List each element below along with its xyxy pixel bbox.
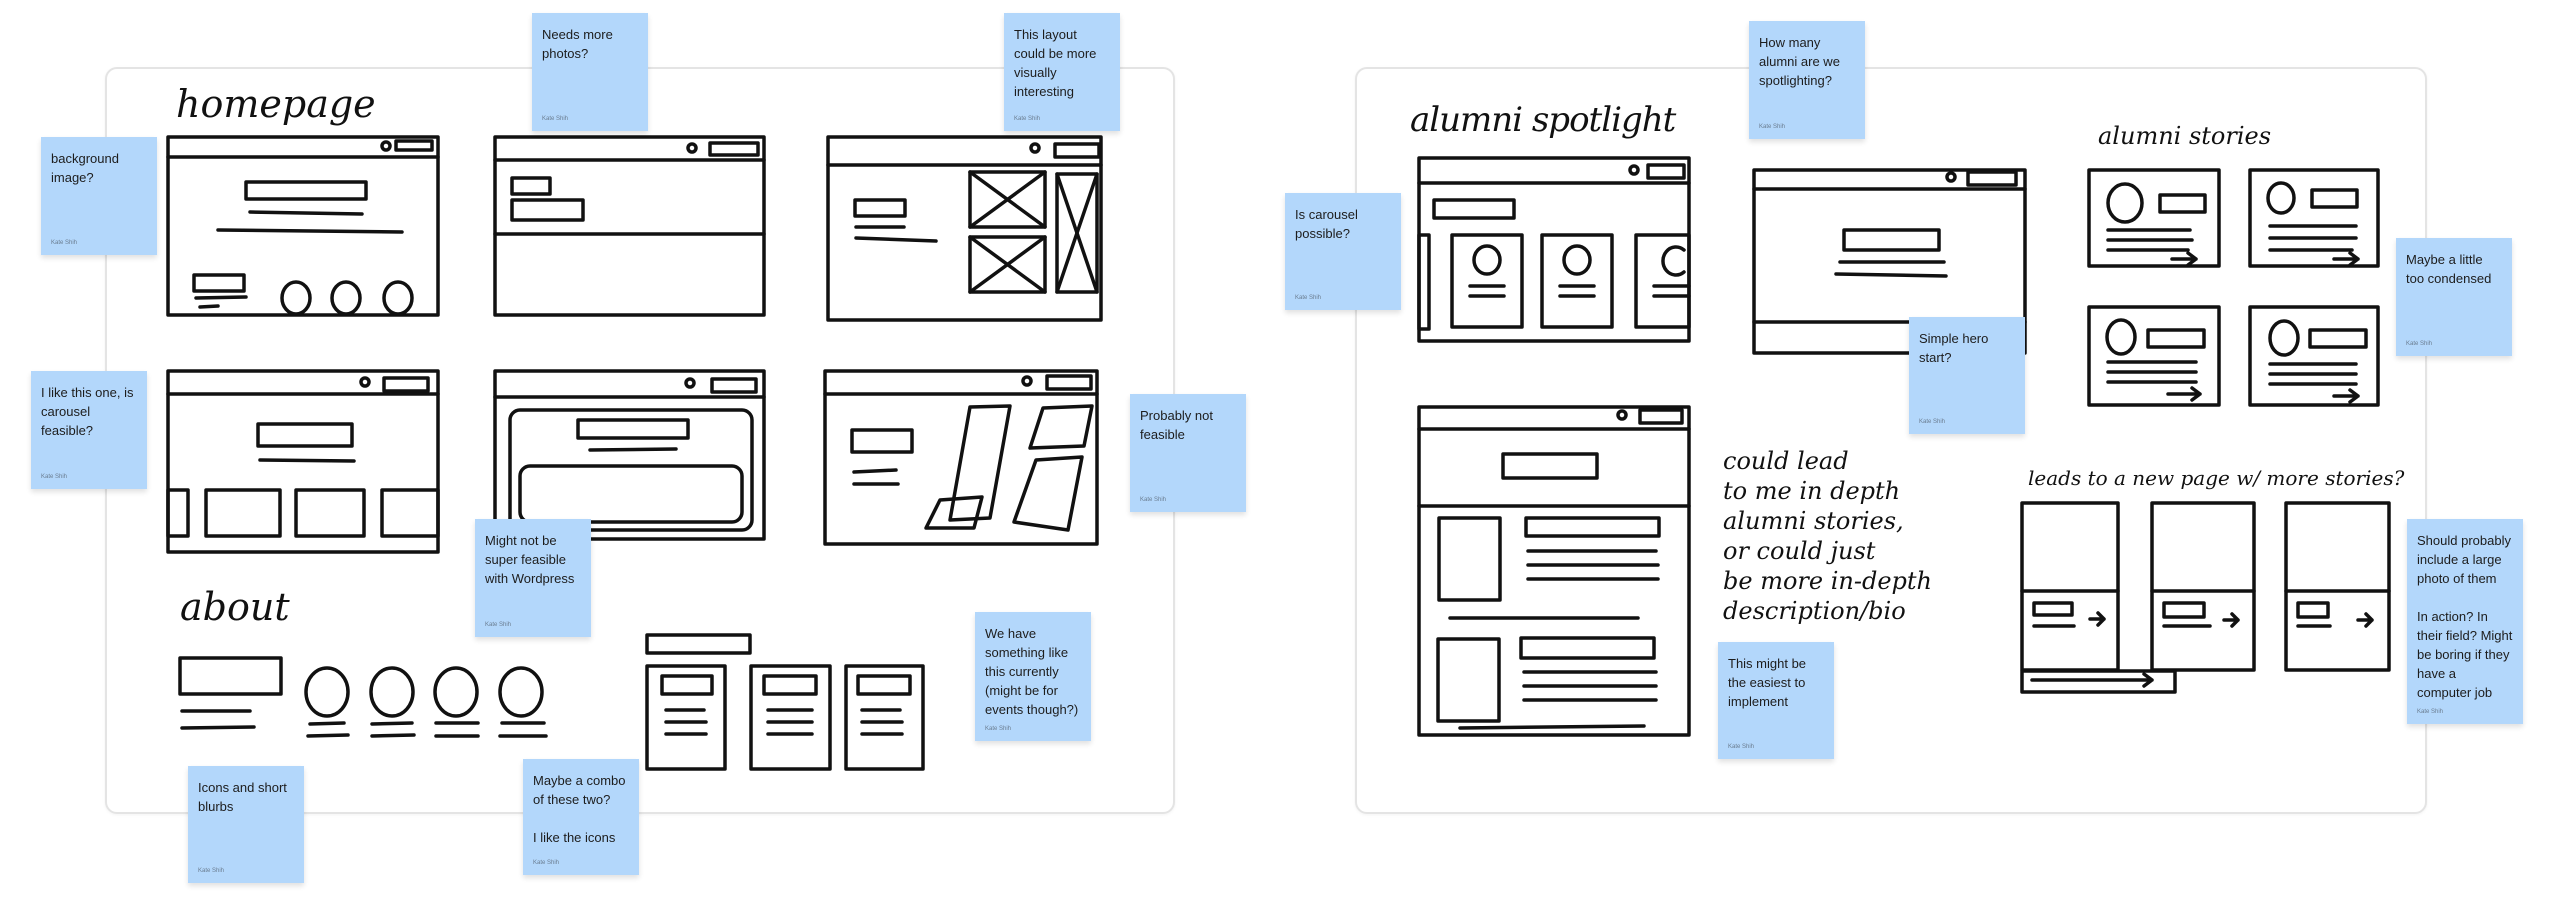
sticky-text: Might not be super feasible with Wordpre… (485, 533, 575, 586)
sticky-note[interactable]: Maybe a combo of these two? I like the i… (523, 759, 639, 875)
sticky-text: Icons and short blurbs (198, 780, 287, 814)
wireframe-alumni-detail-page (1417, 405, 1691, 737)
browser-frame (1417, 156, 1691, 343)
sticky-note[interactable]: I like this one, is carousel feasible? Ka… (31, 371, 147, 489)
search-icon (1945, 171, 1957, 183)
homepage-heading: homepage (176, 82, 376, 126)
sticky-note[interactable]: This layout could be more visually inter… (1004, 13, 1120, 131)
alumni-spotlight-heading: alumni spotlight (1410, 100, 1676, 140)
sticky-note[interactable]: Should probably include a large photo of… (2407, 519, 2523, 724)
wireframe-homepage-b (493, 135, 766, 317)
wireframe-alumni-stories (2087, 168, 2380, 407)
leads-to-new-page-note: leads to a new page w/ more stories? (2028, 466, 2405, 490)
browser-frame (493, 369, 766, 541)
sticky-author: Kate Shih (1919, 419, 1946, 425)
sticky-note[interactable]: Is carousel possible? Kate Shih (1285, 193, 1401, 310)
sticky-author: Kate Shih (542, 116, 569, 122)
sticky-author: Kate Shih (485, 622, 512, 628)
sticky-author: Kate Shih (1759, 124, 1786, 130)
sticky-text: Maybe a little too condensed (2406, 252, 2492, 286)
browser-frame (166, 369, 440, 554)
sticky-note[interactable]: Might not be super feasible with Wordpre… (475, 519, 591, 637)
sticky-author: Kate Shih (1728, 744, 1755, 750)
sticky-text: This might be the easiest to implement (1728, 656, 1807, 709)
sticky-note[interactable]: We have something like this currently (m… (975, 612, 1091, 741)
sticky-author: Kate Shih (985, 726, 1012, 732)
browser-frame (1417, 405, 1691, 737)
browser-frame (1752, 168, 2027, 355)
browser-frame (826, 135, 1103, 322)
handwritten-note: could lead to me in depth alumni stories… (1723, 447, 1932, 625)
about-heading: about (180, 585, 290, 629)
browser-frame (166, 135, 440, 317)
sticky-text: Simple hero start? (1919, 331, 1989, 365)
sticky-note[interactable]: background image? Kate Shih (41, 137, 157, 255)
sticky-text: Needs more photos? (542, 27, 613, 61)
sticky-text: background image? (51, 151, 119, 185)
wireframe-homepage-e (493, 369, 766, 541)
wireframe-about-icons (178, 656, 548, 738)
browser-frame (823, 369, 1099, 546)
sticky-author: Kate Shih (1295, 295, 1322, 301)
sticky-text: Is carousel possible? (1295, 207, 1358, 241)
sticky-text: Maybe a combo of these two? I like the i… (533, 773, 626, 845)
sticky-text: How many alumni are we spotlighting? (1759, 35, 1840, 88)
search-icon (1616, 409, 1628, 421)
wireframe-about-cards (645, 633, 925, 771)
alumni-stories-heading: alumni stories (2098, 122, 2272, 150)
search-icon (359, 376, 371, 388)
sticky-note[interactable]: Needs more photos? Kate Shih (532, 13, 648, 131)
sticky-author: Kate Shih (41, 474, 68, 480)
search-icon (1628, 164, 1640, 176)
sticky-author: Kate Shih (198, 868, 225, 874)
sticky-author: Kate Shih (51, 240, 78, 246)
search-icon (1021, 375, 1033, 387)
search-icon (686, 142, 698, 154)
sticky-author: Kate Shih (533, 860, 560, 866)
wireframe-homepage-a (166, 135, 440, 317)
sticky-author: Kate Shih (2406, 341, 2433, 347)
sticky-author: Kate Shih (1140, 497, 1167, 503)
search-icon (1029, 142, 1041, 154)
wireframe-homepage-d (166, 369, 440, 554)
search-icon (684, 377, 696, 389)
sticky-text: Should probably include a large photo of… (2417, 533, 2513, 700)
sticky-author: Kate Shih (2417, 709, 2444, 715)
sticky-note[interactable]: Simple hero start? Kate Shih (1909, 317, 2025, 434)
sticky-author: Kate Shih (1014, 116, 1041, 122)
wireframe-new-page-cards (2020, 501, 2391, 694)
sticky-note[interactable]: How many alumni are we spotlighting? Kate… (1749, 21, 1865, 139)
sticky-text: I like this one, is carousel feasible? (41, 385, 134, 438)
search-icon (380, 140, 392, 152)
sticky-text: This layout could be more visually inter… (1014, 27, 1097, 99)
wireframe-homepage-f (823, 369, 1099, 546)
sticky-text: Probably not feasible (1140, 408, 1213, 442)
wireframe-alumni-carousel (1417, 156, 1691, 343)
see-more-bar (2020, 669, 2177, 694)
wireframe-homepage-c (826, 135, 1103, 322)
browser-frame (493, 135, 766, 317)
sticky-text: We have something like this currently (m… (985, 626, 1079, 717)
